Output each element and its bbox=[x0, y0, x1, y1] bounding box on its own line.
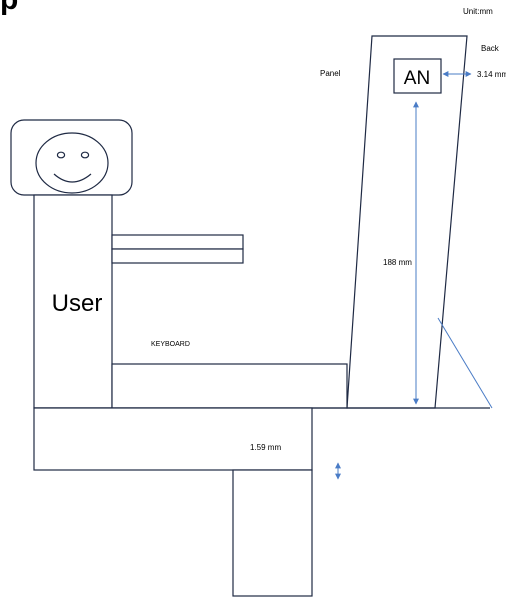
title-fragment: p bbox=[0, 0, 18, 16]
back-label: Back bbox=[481, 44, 500, 53]
panel-height-value: 188 mm bbox=[383, 258, 412, 267]
unit-label: Unit:mm bbox=[463, 7, 493, 16]
user-label: User bbox=[52, 290, 103, 317]
left-eye bbox=[56, 151, 66, 159]
an-label: AN bbox=[404, 68, 430, 89]
desk-thickness-value: 1.59 mm bbox=[250, 443, 281, 452]
right-eye bbox=[80, 151, 90, 159]
an-box bbox=[393, 58, 442, 94]
user-body bbox=[33, 194, 113, 409]
an-offset-value: 3.14 mm bbox=[477, 70, 506, 79]
upper-arm bbox=[111, 234, 244, 250]
lower-arm bbox=[111, 248, 244, 264]
keyboard bbox=[111, 363, 348, 409]
pedestal bbox=[232, 469, 313, 597]
face-circle bbox=[35, 132, 109, 194]
panel-label: Panel bbox=[320, 69, 341, 78]
desk-block bbox=[33, 407, 313, 471]
keyboard-label: KEYBOARD bbox=[151, 341, 190, 348]
leader-line bbox=[437, 317, 493, 409]
smile bbox=[53, 173, 92, 183]
